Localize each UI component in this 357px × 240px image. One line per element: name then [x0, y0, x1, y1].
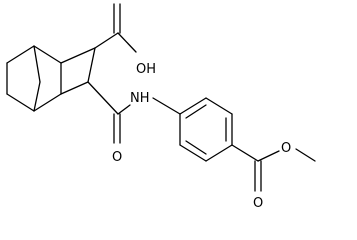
bond	[152, 97, 181, 115]
bond	[6, 93, 35, 112]
bond	[87, 47, 96, 83]
chemical-structure-diagram: OH O NH O O	[6, 3, 316, 211]
bond	[257, 150, 280, 162]
amide-nitrogen-label: NH	[130, 91, 150, 106]
norbornane-ring	[6, 45, 96, 112]
bond	[60, 81, 89, 95]
bond	[205, 144, 233, 162]
bond	[205, 97, 233, 115]
bond	[231, 144, 259, 162]
hydroxyl-label: OH	[136, 62, 156, 77]
amide-group: O NH	[87, 81, 181, 165]
bond	[94, 32, 119, 49]
bond	[33, 81, 41, 112]
bond	[33, 45, 62, 64]
bond	[179, 144, 207, 162]
bond	[33, 45, 41, 83]
bond	[117, 32, 137, 53]
ester-ether-oxygen-label: O	[281, 141, 291, 156]
aromatic-inner-bond	[185, 104, 207, 119]
benzene-ring	[179, 97, 233, 162]
bond	[33, 93, 62, 112]
bond	[6, 45, 35, 64]
bond	[87, 81, 119, 115]
bond	[117, 104, 131, 115]
methyl-ester-group: O O	[231, 141, 316, 211]
ester-carbonyl-oxygen-label: O	[253, 196, 263, 211]
carboxylic-acid-group: OH	[94, 3, 156, 77]
bond	[295, 148, 316, 162]
bond	[60, 47, 96, 64]
aromatic-inner-bond	[185, 140, 207, 155]
bond	[179, 97, 207, 115]
amide-oxygen-label: O	[112, 150, 122, 165]
